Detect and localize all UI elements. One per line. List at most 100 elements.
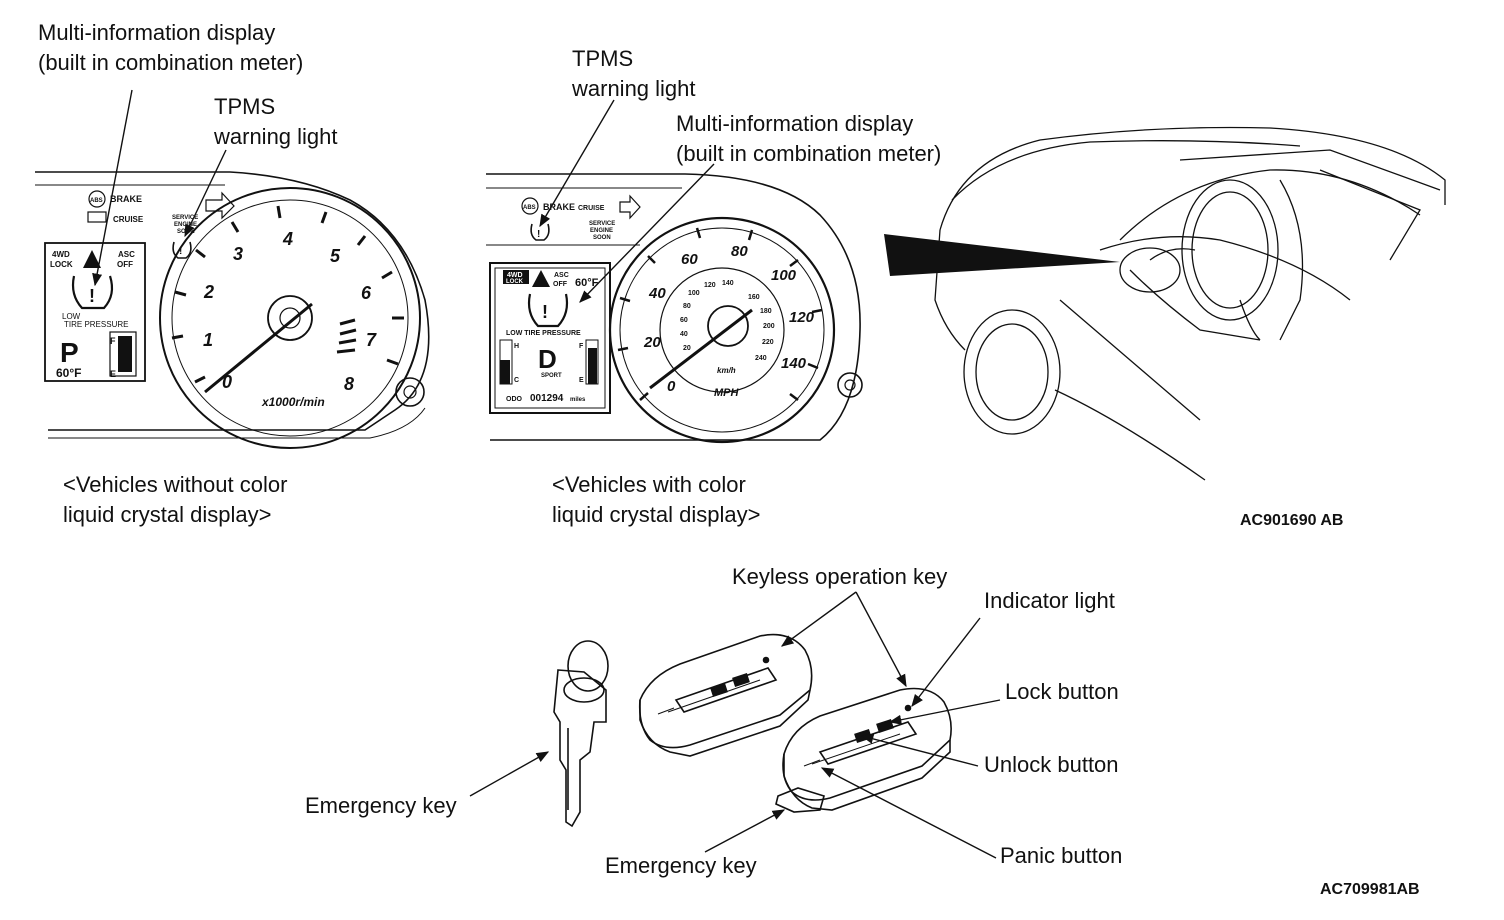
caption-center-2: liquid crystal display>: [552, 502, 761, 527]
mph-num-120: 120: [789, 309, 815, 326]
leader-lines-bottom: [469, 591, 1001, 859]
label-center-tpms-2: warning light: [572, 76, 696, 101]
kmh-num-140: 140: [722, 280, 734, 287]
tell-left-service-1: SERVICE: [172, 215, 198, 221]
lcd-left-e: E: [110, 369, 116, 379]
keyless-key-front: [638, 633, 813, 757]
emergency-key-loose: [553, 640, 609, 828]
meter-center-panel-outline: [486, 173, 861, 441]
kmh-num-60: 60: [680, 317, 688, 324]
label-center-tpms-1: TPMS: [572, 46, 634, 71]
tell-abs-center: [521, 197, 539, 215]
lcd-left-off: OFF: [117, 260, 133, 269]
kmh-num-80: 80: [683, 303, 691, 310]
label-left-tpms-2: warning light: [214, 124, 338, 149]
label-panic-button: Panic button: [1000, 843, 1123, 868]
kmh-num-40: 40: [680, 331, 688, 338]
lcd-left-asc: ASC: [118, 250, 135, 259]
mph-num-140: 140: [781, 355, 807, 372]
lcd-tpms-icon-center: [527, 293, 569, 328]
lcd-center-h: H: [514, 343, 519, 350]
tell-center-brake: BRAKE: [543, 202, 575, 212]
mph-num-20: 20: [643, 334, 661, 351]
tach-unit: x1000r/min: [261, 395, 325, 409]
kmh-num-100: 100: [688, 290, 700, 297]
caption-center-1: <Vehicles with color: [552, 472, 746, 497]
speedo-needle: [649, 308, 753, 390]
car-front-wheel: [963, 309, 1061, 435]
lcd-left-low: LOW: [62, 312, 81, 321]
lcd-center-asc: ASC: [554, 272, 569, 279]
keyless-key-back: [775, 687, 952, 813]
kmh-num-240: 240: [755, 355, 767, 362]
meter-left-panel-outline: [35, 171, 430, 431]
tell-left-abs: ABS: [90, 198, 103, 204]
label-left-mid-1: Multi-information display: [38, 20, 276, 45]
mph-unit: MPH: [714, 387, 740, 399]
figure-code-bottom: AC709981AB: [1320, 881, 1420, 898]
svg-text:!: !: [537, 229, 540, 240]
lcd-center-temp: 60°F: [575, 277, 599, 289]
tach-num-6: 6: [361, 283, 372, 303]
mph-num-40: 40: [648, 285, 666, 302]
tell-arrow-center: [619, 194, 641, 220]
lcd-left-temp: 60°F: [56, 366, 81, 380]
label-keyless-key: Keyless operation key: [732, 564, 948, 589]
caption-left-1: <Vehicles without color: [63, 472, 288, 497]
kmh-num-120: 120: [704, 282, 716, 289]
dashboard-pointer-wedge: [884, 234, 1120, 276]
tell-center-service-2: ENGINE: [590, 228, 613, 234]
lcd-center-f: F: [579, 343, 584, 350]
tell-center-service-3: SOON: [593, 235, 611, 241]
car-dashboard-illustration: [934, 126, 1446, 481]
kmh-num-20: 20: [683, 345, 691, 352]
tach-num-5: 5: [330, 246, 341, 266]
mph-num-0: 0: [667, 378, 676, 395]
tach-num-4: 4: [282, 229, 293, 249]
lcd-center-odo: ODO: [506, 396, 523, 403]
label-left-tpms-1: TPMS: [214, 94, 276, 119]
lcd-center-odo-value: 001294: [530, 393, 564, 404]
kmh-num-200: 200: [763, 323, 775, 330]
lcd-left-4wd: 4WD: [52, 250, 70, 259]
lcd-center-c: C: [514, 377, 519, 384]
kmh-num-180: 180: [760, 308, 772, 315]
label-emergency-key-1: Emergency key: [305, 793, 457, 818]
tell-tpms-left: [172, 241, 192, 259]
lcd-center-bang: !: [542, 302, 548, 322]
lcd-center-off: OFF: [553, 281, 568, 288]
tach-dial: [159, 187, 421, 449]
tach-num-7: 7: [366, 330, 377, 350]
kmh-unit: km/h: [717, 366, 736, 375]
mph-num-80: 80: [731, 243, 748, 260]
meter-left: [35, 171, 430, 449]
tach-hub: [267, 295, 313, 341]
tach-num-8: 8: [344, 374, 354, 394]
tach-num-3: 3: [233, 244, 243, 264]
leader-lines-top: [92, 89, 715, 303]
lcd-tpms-icon-left: [71, 275, 114, 310]
tell-center-cruise: CRUISE: [578, 205, 605, 212]
speedo-hub: [707, 305, 749, 347]
lcd-center-lock: LOCK: [506, 279, 524, 285]
tach-redzone: [336, 318, 357, 354]
lcd-center-e: E: [579, 377, 584, 384]
lcd-center-odo-unit: miles: [570, 397, 586, 403]
lcd-left-lock: LOCK: [50, 260, 73, 269]
lcd-center-low-tire: LOW TIRE PRESSURE: [506, 330, 581, 337]
label-indicator-light: Indicator light: [984, 588, 1115, 613]
tell-battery-left: [87, 211, 107, 223]
lcd-left-gear: P: [60, 337, 79, 368]
label-emergency-key-2: Emergency key: [605, 853, 757, 878]
tach-needle: [204, 302, 313, 394]
kmh-num-220: 220: [762, 339, 774, 346]
lcd-box-left: [44, 242, 146, 382]
figure-code-top: AC901690 AB: [1240, 512, 1344, 529]
lcd-center-4wd: 4WD: [507, 272, 523, 279]
tell-tpms-center: [530, 223, 550, 241]
lcd-left-tire-pressure: TIRE PRESSURE: [64, 320, 128, 329]
tell-left-brake: BRAKE: [110, 194, 142, 204]
steering-wheel: [1181, 179, 1279, 321]
caption-left-2: liquid crystal display>: [63, 502, 272, 527]
